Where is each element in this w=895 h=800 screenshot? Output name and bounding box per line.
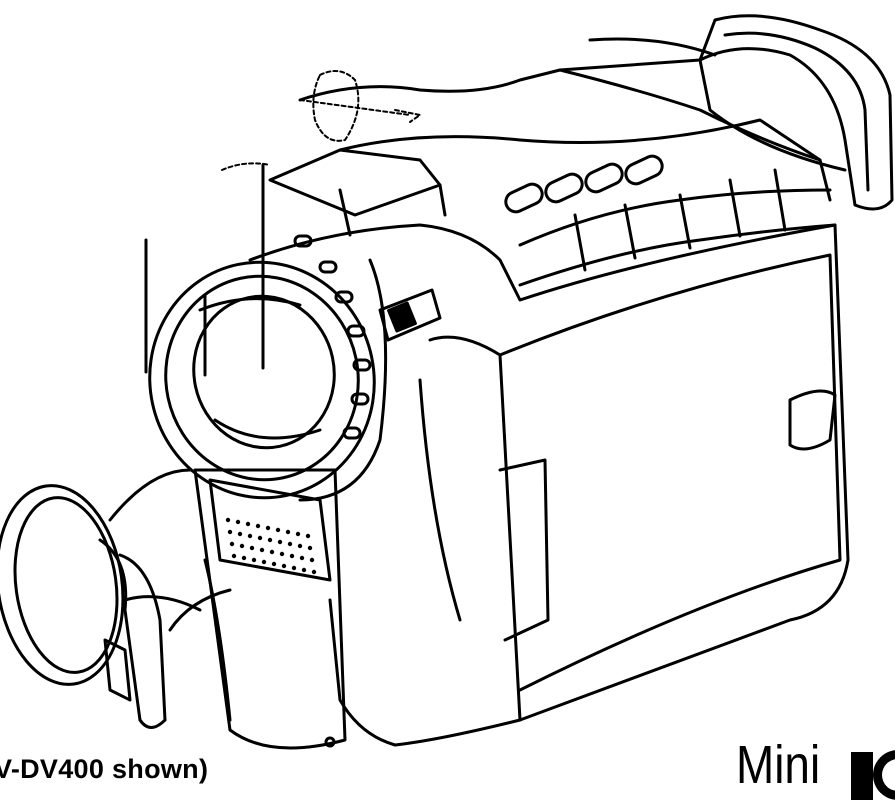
microphone <box>193 468 347 750</box>
camera-body <box>248 223 850 747</box>
hand-sketch <box>221 70 421 171</box>
minidv-logo-mark <box>851 752 873 800</box>
lens-cap <box>0 468 232 729</box>
minidv-logo-d-icon <box>873 750 895 800</box>
mode-switch <box>378 288 442 342</box>
viewfinder <box>558 14 894 211</box>
focus-ring <box>293 234 372 440</box>
leader-lines <box>144 163 265 377</box>
camera-top <box>268 68 837 287</box>
lcd-monitor <box>498 253 842 692</box>
figure-caption: V-DV400 shown) <box>0 754 209 784</box>
top-buttons <box>504 154 664 214</box>
minidv-logo: Mini <box>736 735 821 795</box>
